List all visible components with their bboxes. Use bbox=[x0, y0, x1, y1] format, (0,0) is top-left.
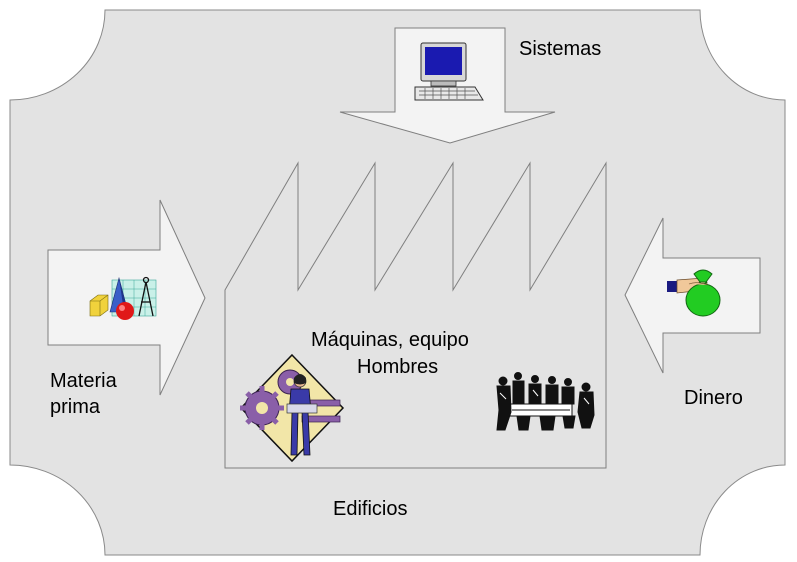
label-materia: Materia bbox=[50, 370, 117, 392]
label-maquinas-equipo: Máquinas, equipo bbox=[311, 329, 469, 351]
meeting-people-icon bbox=[496, 372, 595, 431]
label-prima: prima bbox=[50, 396, 101, 418]
label-sistemas: Sistemas bbox=[519, 38, 602, 60]
label-hombres: Hombres bbox=[357, 356, 439, 378]
geometry-shapes-icon bbox=[89, 276, 157, 320]
worker-gears-icon bbox=[239, 353, 345, 463]
label-dinero: Dinero bbox=[684, 387, 743, 409]
label-edificios: Edificios bbox=[333, 498, 408, 520]
computer-icon bbox=[414, 42, 484, 101]
money-bag-icon bbox=[667, 269, 721, 317]
